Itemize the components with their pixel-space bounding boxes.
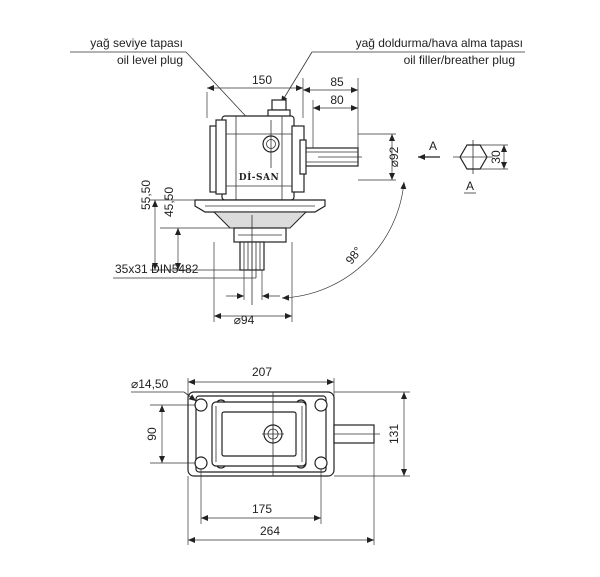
dim-hole-dia: ⌀14,50 bbox=[131, 377, 169, 391]
dim-131: 131 bbox=[387, 424, 401, 444]
oil-filler-label-tr: yağ doldurma/hava alma tapası bbox=[356, 36, 523, 50]
dim-dia-92: ⌀92 bbox=[387, 146, 401, 167]
spline-spec-label: 35x31 DIN5482 bbox=[115, 262, 199, 276]
section-label-a: A bbox=[466, 179, 474, 193]
dim-90: 90 bbox=[145, 427, 159, 441]
disan-logo: Dİ-SAN bbox=[239, 170, 279, 183]
dim-80: 80 bbox=[330, 93, 344, 107]
angle-98: 98° bbox=[343, 244, 365, 267]
oil-filler-plug-callout: yağ doldurma/hava alma tapası oil filler… bbox=[280, 36, 525, 104]
oil-level-label-en: oil level plug bbox=[117, 53, 183, 67]
dim-264: 264 bbox=[260, 524, 280, 538]
dim-45-50: 45,50 bbox=[162, 187, 176, 217]
dim-207: 207 bbox=[252, 365, 272, 379]
section-a-detail: 30 A bbox=[453, 140, 508, 194]
filler-plug bbox=[271, 99, 287, 111]
dim-dia-94: ⌀94 bbox=[234, 313, 255, 327]
gearbox-housing bbox=[221, 115, 295, 201]
flange-cone bbox=[212, 211, 308, 229]
dim-150: 150 bbox=[252, 73, 272, 87]
oil-filler-label-en: oil filler/breather plug bbox=[404, 53, 515, 67]
dim-hex-30: 30 bbox=[489, 150, 503, 164]
oil-level-label-tr: yağ seviye tapası bbox=[90, 36, 183, 50]
dim-55-50: 55,50 bbox=[139, 180, 153, 210]
side-view: 150 85 80 Dİ-SAN ⌀92 bbox=[113, 73, 440, 327]
section-mark-a: A bbox=[429, 139, 437, 153]
plan-view: 207 ⌀14,50 bbox=[131, 365, 410, 545]
dim-85: 85 bbox=[330, 75, 344, 89]
dim-175: 175 bbox=[252, 502, 272, 516]
